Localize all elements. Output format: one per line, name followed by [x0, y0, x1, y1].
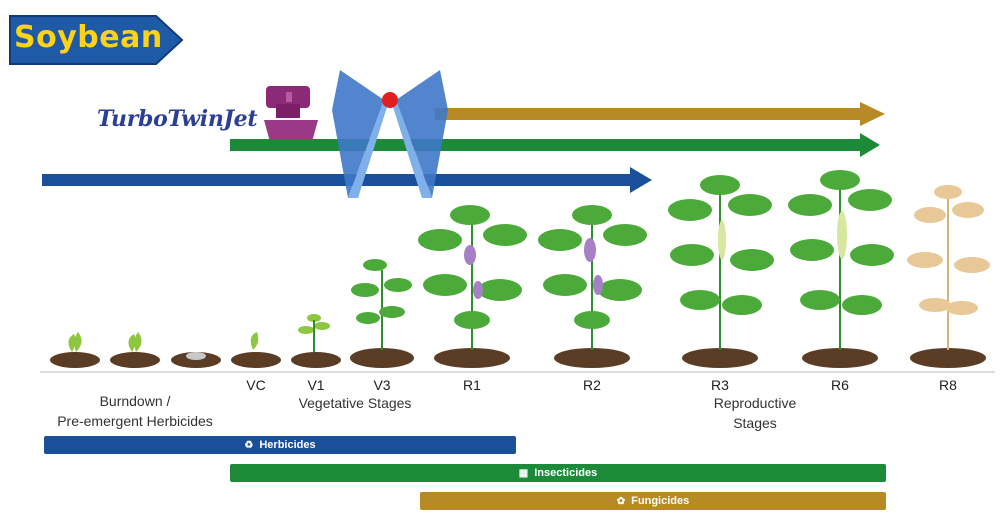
stage-label-v1: V1: [307, 377, 325, 393]
herbicide-arrow: [42, 167, 652, 193]
page-title: Soybean: [14, 20, 163, 55]
stage-label-v3: V3: [373, 377, 391, 393]
herbicides-bar: ♻ Herbicides: [44, 436, 516, 454]
title-badge: [9, 15, 184, 65]
stage-label-r6: R6: [831, 377, 849, 393]
insecticides-bar: ▦ Insecticides: [230, 464, 886, 482]
fungicides-label: Fungicides: [631, 495, 690, 507]
stage-label-r1: R1: [463, 377, 481, 393]
insecticide-arrow: [230, 133, 880, 157]
stage-label-r3: R3: [711, 377, 729, 393]
insect-icon: ▦: [518, 467, 529, 479]
insecticides-label: Insecticides: [534, 467, 598, 479]
reproductive-caption-line2: Stages: [733, 415, 777, 431]
burndown-caption: Burndown /: [99, 393, 171, 409]
stage-label-vc: VC: [246, 377, 266, 393]
fungus-icon: ✿: [616, 495, 626, 507]
reproductive-caption: Reproductive: [713, 395, 797, 411]
pre-emergent-caption: Pre-emergent Herbicides: [57, 413, 213, 429]
stage-label-r2: R2: [583, 377, 601, 393]
stage-label-r8: R8: [939, 377, 957, 393]
fungicides-bar: ✿ Fungicides: [420, 492, 886, 510]
herbicide-icon: ♻: [244, 439, 254, 451]
fungicide-arrow: [435, 102, 885, 126]
nozzle-icon: [264, 86, 318, 142]
spray-pattern-icon: [332, 70, 448, 198]
herbicides-label: Herbicides: [259, 439, 316, 451]
vegetative-caption: Vegetative Stages: [298, 395, 412, 411]
brand-name: TurboTwinJet: [97, 106, 258, 132]
